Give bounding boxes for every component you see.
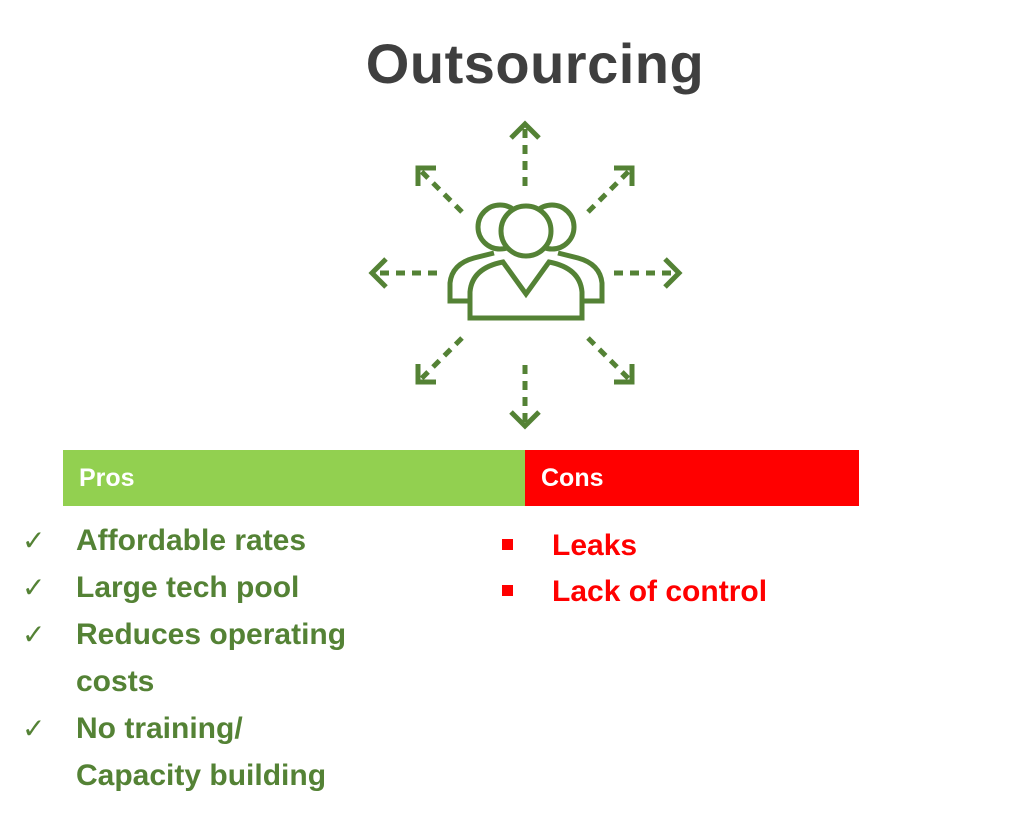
check-icon: ✓ — [22, 619, 46, 650]
pros-item-reduces-operating-costs: ✓ Reduces operating costs — [22, 611, 442, 705]
check-icon: ✓ — [22, 572, 46, 603]
check-icon: ✓ — [22, 525, 46, 556]
arrow-up-left-icon — [415, 165, 464, 214]
cons-item-leaks: Leaks — [500, 523, 860, 569]
arrow-down-right-icon — [586, 336, 635, 385]
arrow-up-icon — [509, 120, 541, 186]
cons-header-bar: Cons — [525, 450, 859, 506]
pros-header: Pros — [79, 464, 135, 492]
square-bullet-icon — [502, 585, 513, 596]
arrow-down-icon — [509, 365, 541, 430]
cons-item-label: Leaks — [552, 529, 638, 562]
arrow-down-left-icon — [415, 336, 464, 385]
page-title: Outsourcing — [365, 32, 705, 95]
people-group-icon — [447, 202, 605, 321]
pros-item-no-training: ✓ No training/ Capacity building — [22, 705, 442, 799]
pros-list: ✓ Affordable rates ✓ Large tech pool ✓ R… — [22, 517, 442, 799]
arrow-left-icon — [368, 257, 437, 289]
pros-item-large-tech-pool: ✓ Large tech pool — [22, 564, 442, 611]
arrow-right-icon — [614, 257, 683, 289]
cons-header: Cons — [541, 464, 604, 492]
pros-item-affordable-rates: ✓ Affordable rates — [22, 517, 442, 564]
square-bullet-icon — [502, 539, 513, 550]
pros-item-line: No training/ — [76, 712, 243, 745]
pros-item-line: costs — [76, 665, 155, 698]
pros-header-bar: Pros — [63, 450, 525, 506]
pros-item-line: Capacity building — [76, 759, 327, 792]
check-icon: ✓ — [22, 713, 46, 744]
pros-item-line: Reduces operating — [76, 618, 347, 651]
pros-item-line: Large tech pool — [76, 571, 300, 604]
pros-item-line: Affordable rates — [76, 524, 307, 557]
cons-item-label: Lack of control — [552, 575, 768, 608]
people-with-arrows-outward-icon — [368, 120, 683, 430]
arrow-up-right-icon — [586, 165, 635, 214]
cons-list: Leaks Lack of control — [500, 523, 860, 615]
cons-item-lack-of-control: Lack of control — [500, 569, 860, 615]
